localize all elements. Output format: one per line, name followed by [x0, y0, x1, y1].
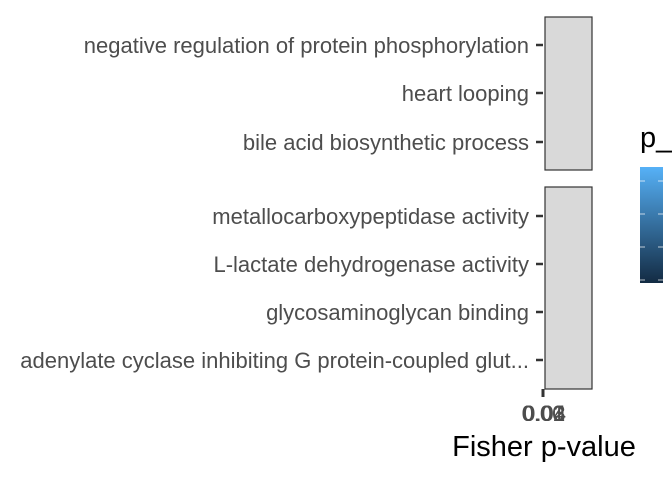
colorbar [640, 167, 663, 283]
x-axis-title: Fisher p-value [452, 431, 636, 463]
y-tick-label: L-lactate dehydrogenase activity [213, 252, 529, 277]
x-tick-label: 0.02 [522, 401, 565, 426]
strip-background [544, 186, 593, 390]
legend: p_ [640, 122, 672, 283]
x-tick-label: 0.04 [523, 401, 566, 426]
legend-title: p_ [640, 122, 672, 154]
x-tick-label: 0.01 [522, 401, 565, 426]
x-tick-label: 0.03 [523, 401, 566, 426]
colorbar-ticks [640, 180, 663, 281]
facet-0: negative regulation of protein phosphory… [84, 16, 593, 171]
facet-panels: negative regulation of protein phosphory… [20, 16, 593, 390]
y-tick-label: metallocarboxypeptidase activity [212, 204, 529, 229]
x-axis: 0.000.010.020.030.04 [522, 389, 566, 426]
y-tick-label: adenylate cyclase inhibiting G protein-c… [20, 348, 529, 373]
strip-background [544, 16, 593, 171]
y-tick-label: glycosaminoglycan binding [266, 300, 529, 325]
facet-1: metallocarboxypeptidase activityL-lactat… [20, 186, 593, 390]
x-tick-label: 0.00 [522, 401, 565, 426]
facet-strip: Molecular Function [544, 186, 593, 390]
facet-strip: Biological Process [544, 16, 593, 171]
y-tick-label: bile acid biosynthetic process [243, 130, 529, 155]
y-tick-label: heart looping [402, 81, 529, 106]
y-tick-label: negative regulation of protein phosphory… [84, 33, 529, 58]
